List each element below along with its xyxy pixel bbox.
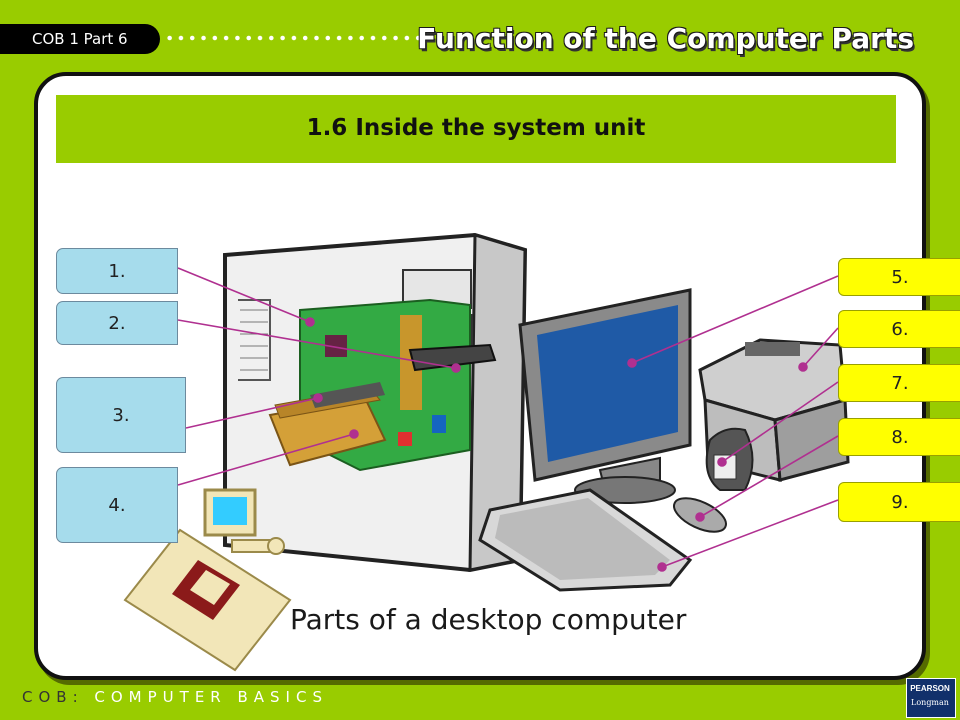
keyboard: [478, 488, 693, 592]
chip-graphic: [123, 528, 292, 672]
label-box-8: 8.: [838, 418, 960, 456]
label-box-4: 4.: [56, 467, 178, 543]
speaker: [705, 427, 754, 491]
footer-text: COMPUTER BASICS: [94, 688, 328, 706]
part-tab: COB 1 Part 6: [0, 24, 160, 54]
label-box-2: 2.: [56, 301, 178, 345]
expansion-cards: [268, 382, 387, 467]
footer-prefix: COB:: [22, 688, 84, 706]
label-box-5: 5.: [838, 258, 960, 296]
mini-computer-graphic: [203, 488, 285, 555]
section-title: 1.6 Inside the system unit: [306, 115, 646, 141]
illustration-caption: Parts of a desktop computer: [290, 603, 687, 636]
connector-lines: [177, 267, 839, 572]
label-box-1: 1.: [56, 248, 178, 294]
logo-line-2: Longman: [911, 698, 949, 707]
label-box-6: 6.: [838, 310, 960, 348]
header-dots: [164, 34, 436, 42]
section-banner: 1.6 Inside the system unit: [56, 95, 896, 163]
footer: COB: COMPUTER BASICS: [22, 688, 328, 706]
label-box-9: 9.: [838, 482, 960, 522]
logo-line-1: PEARSON: [910, 684, 950, 693]
part-tab-label: COB 1 Part 6: [32, 30, 128, 48]
label-box-7: 7.: [838, 364, 960, 402]
header-title: Function of the Computer Parts: [417, 22, 914, 55]
label-box-3: 3.: [56, 377, 186, 453]
publisher-logo: PEARSON Longman: [906, 658, 956, 718]
monitor: [518, 288, 692, 504]
